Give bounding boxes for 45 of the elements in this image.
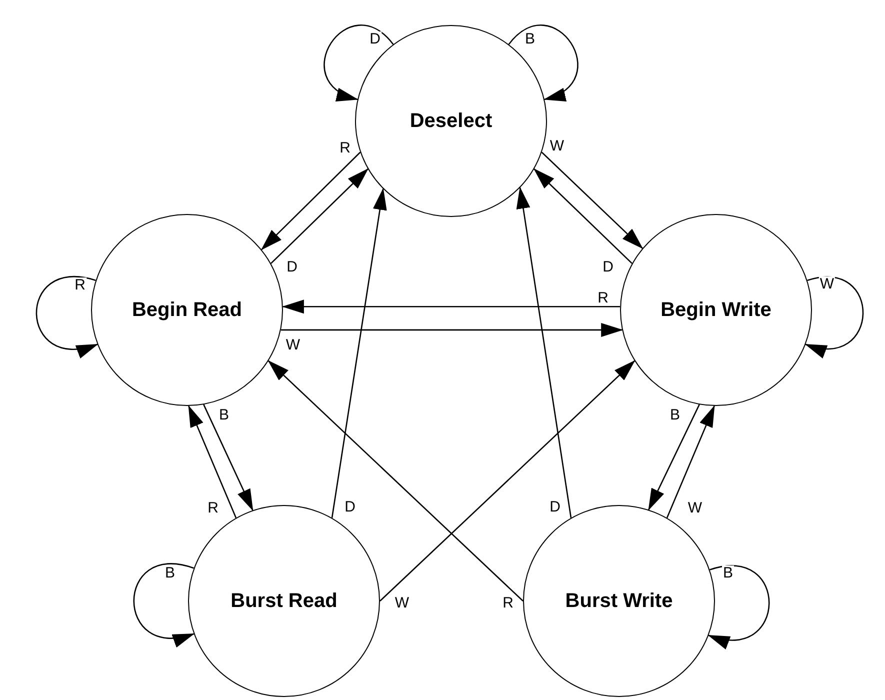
- self-loop-arrow: [324, 24, 394, 100]
- edge-label: R: [74, 278, 86, 292]
- edge-label: D: [344, 500, 356, 514]
- self-loop-arrow: [36, 276, 98, 356]
- transition-arrow: [541, 152, 644, 249]
- transition-arrow: [648, 404, 700, 511]
- transition-arrow: [380, 360, 636, 602]
- edge-label: W: [818, 276, 836, 292]
- transition-arrow: [203, 404, 254, 512]
- transition-arrow: [188, 405, 237, 518]
- edge-label: W: [548, 138, 566, 154]
- edge-label: W: [284, 338, 302, 352]
- self-loop-arrow: [508, 24, 578, 100]
- transition-arrow: [533, 168, 632, 264]
- edge-label: B: [722, 566, 734, 580]
- edge-label: B: [524, 32, 536, 46]
- transition-arrow: [666, 405, 715, 518]
- edge-label: R: [502, 596, 514, 610]
- transition-arrow: [280, 322, 624, 337]
- edge-label: W: [686, 500, 704, 516]
- edge-label: D: [286, 260, 298, 274]
- state-name: Begin Write: [660, 298, 772, 322]
- edge-label: B: [218, 408, 230, 422]
- transition-arrow: [268, 360, 524, 602]
- transition-arrow: [260, 152, 361, 250]
- transition-arrow: [270, 168, 369, 264]
- edge-label: D: [602, 260, 614, 274]
- state-name: Burst Write: [565, 590, 673, 612]
- edge-label: R: [338, 140, 352, 156]
- transition-arrow: [516, 186, 572, 518]
- edge-label: D: [368, 32, 382, 46]
- transition-arrow: [282, 300, 620, 314]
- edge-label: D: [548, 500, 562, 514]
- state-name: Begin Read: [132, 298, 242, 322]
- edge-label: B: [669, 408, 681, 422]
- self-loop-arrow: [708, 565, 770, 648]
- edge-label: R: [596, 290, 610, 306]
- state-name: Deselect: [410, 110, 492, 132]
- state-name: Burst Read: [230, 590, 338, 612]
- transition-arrow: [331, 188, 387, 518]
- edge-label: W: [394, 596, 410, 610]
- self-loop-arrow: [133, 563, 195, 646]
- edge-label: R: [206, 500, 220, 516]
- self-loop-arrow: [804, 276, 864, 356]
- edge-label: B: [164, 566, 176, 580]
